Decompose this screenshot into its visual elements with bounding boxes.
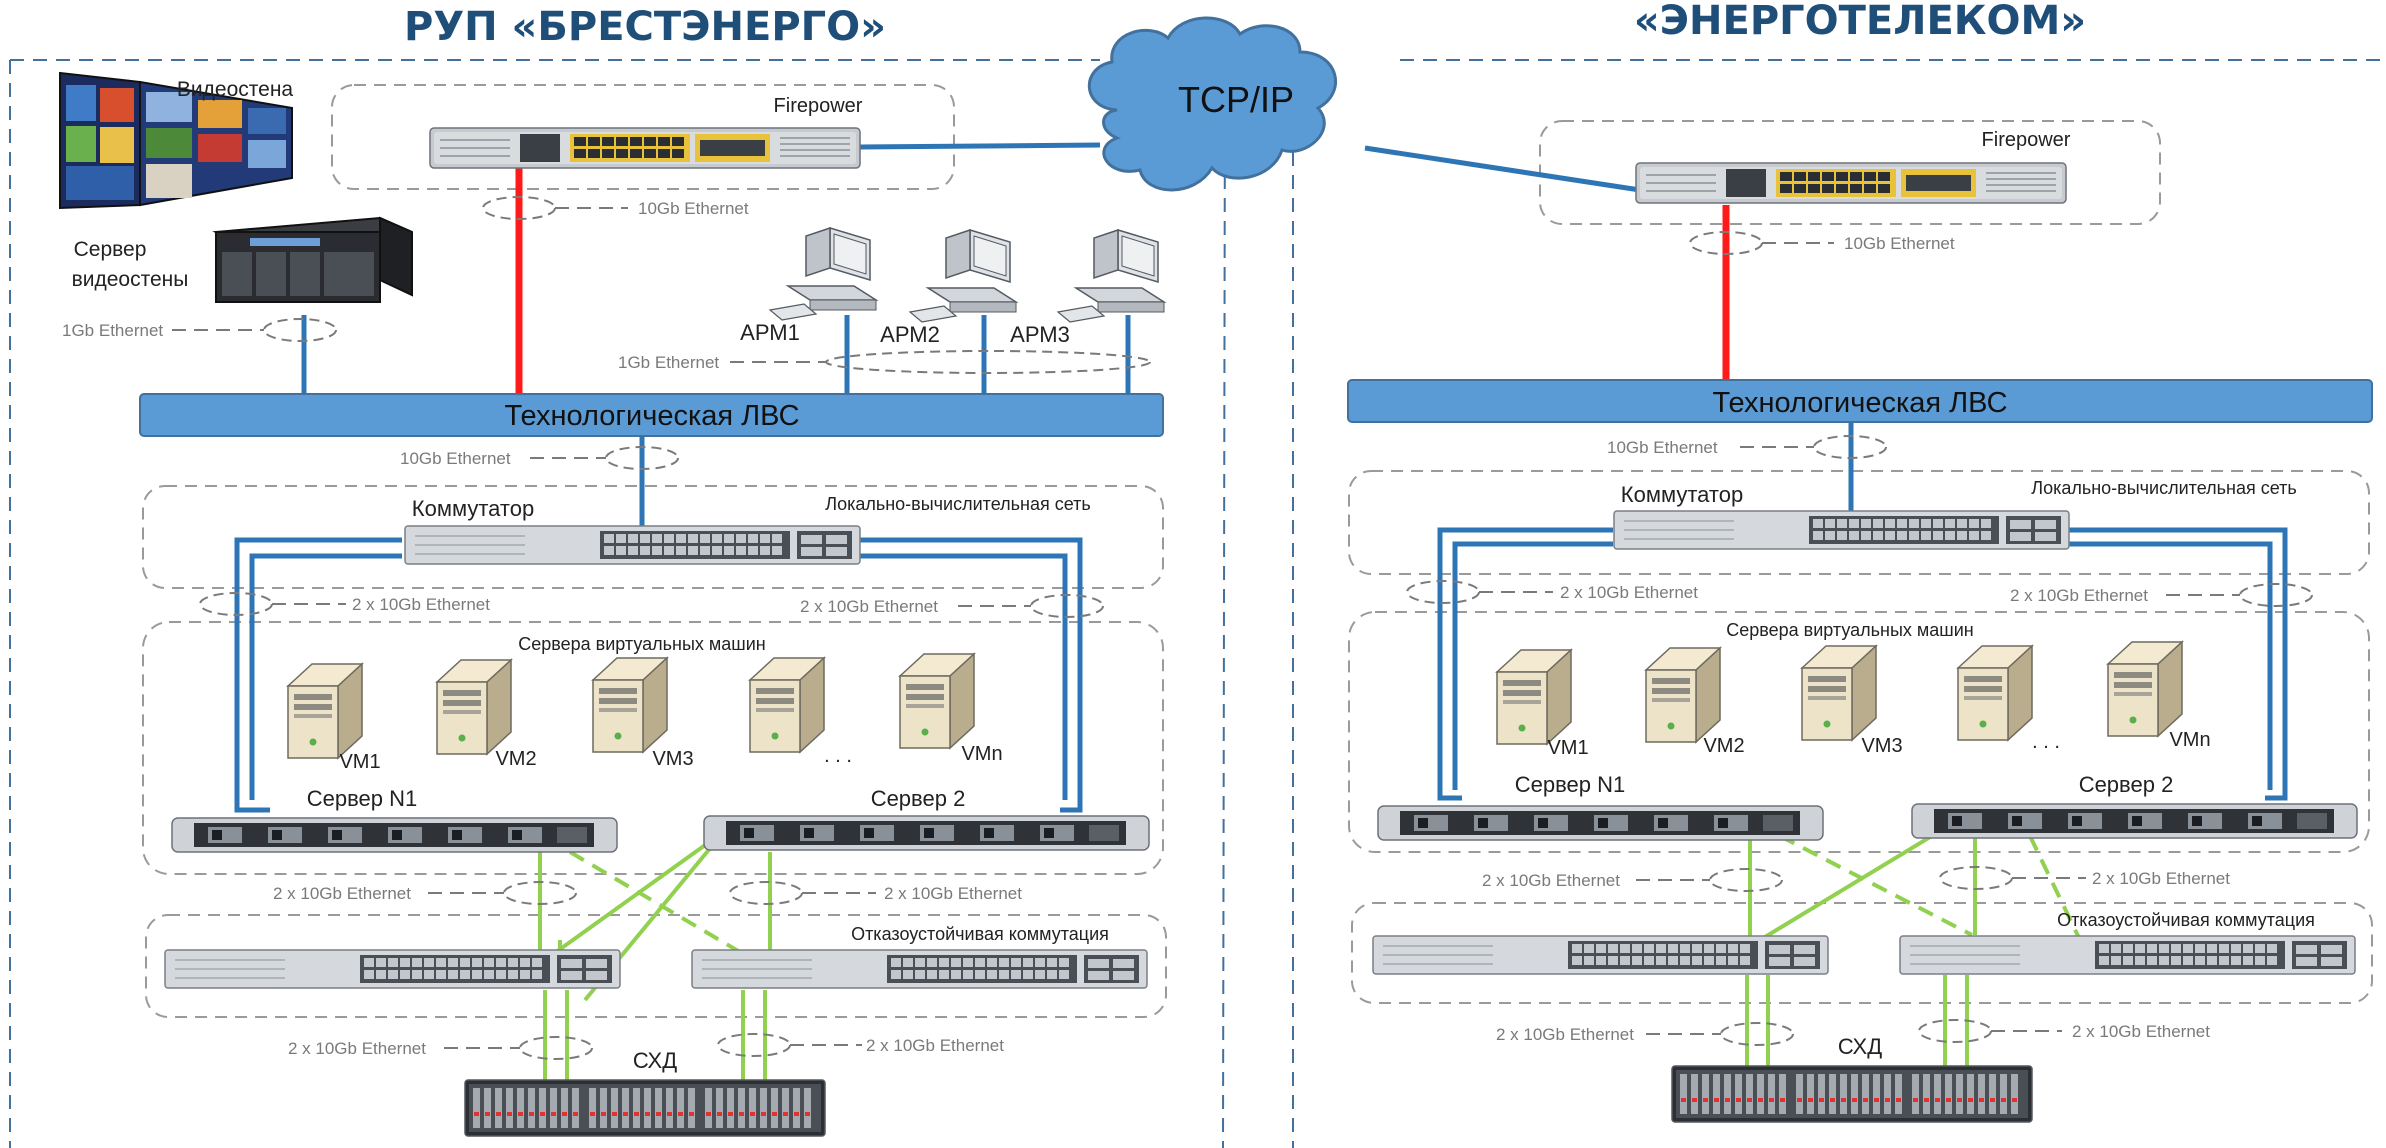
left-ha-group-label: Отказоустойчивая коммутация bbox=[851, 924, 1109, 944]
left-lan-bar bbox=[139, 393, 1164, 437]
right-switch-label: Коммутатор bbox=[1621, 482, 1743, 507]
left-lvs-group bbox=[142, 485, 1164, 589]
left-vm-4-icon bbox=[749, 657, 825, 753]
section-borders bbox=[9, 59, 2386, 1148]
video-server-label-1: Сервер bbox=[74, 238, 147, 261]
video-server-label-2: видеостены bbox=[72, 268, 189, 291]
left-org-title: РУП «БРЕСТЭНЕРГО» bbox=[404, 4, 886, 50]
left-vm-5-icon bbox=[899, 653, 975, 749]
right-ha-group-label: Отказоустойчивая коммутация bbox=[2057, 910, 2315, 930]
links-green-dashed bbox=[568, 834, 2082, 957]
left-storage-icon bbox=[464, 1079, 826, 1137]
left-server-2-icon bbox=[703, 815, 1150, 851]
right-firewall-label: Firepower bbox=[1982, 129, 2071, 151]
left-link-ha-storage-left-label: 2 x 10Gb Ethernet bbox=[288, 1039, 426, 1058]
right-storage-label: СХД bbox=[1838, 1034, 1882, 1059]
left-vm-group bbox=[142, 621, 1164, 875]
right-ha-group bbox=[1351, 902, 2373, 1004]
left-link-lan-switch-label: 10Gb Ethernet bbox=[400, 449, 511, 468]
left-server-2-label: Сервер 2 bbox=[871, 786, 966, 811]
right-link-lan-switch-label: 10Gb Ethernet bbox=[1607, 438, 1718, 457]
video-wall-icon bbox=[59, 71, 293, 210]
right-lan-bar bbox=[1347, 379, 2373, 423]
left-firewall-group bbox=[331, 84, 955, 190]
left-firewall-label: Firepower bbox=[774, 95, 863, 117]
right-ha-switch-1-icon bbox=[1372, 935, 1829, 975]
left-vm-3-label: VM3 bbox=[652, 748, 693, 770]
right-storage-icon bbox=[1671, 1065, 2033, 1123]
cloud-icon: TCP/IP bbox=[1087, 16, 1337, 192]
right-link-srv-ha-left-label: 2 x 10Gb Ethernet bbox=[1482, 871, 1620, 890]
right-vm-1-label: VM1 bbox=[1547, 737, 1588, 759]
right-link-ha-storage-left-label: 2 x 10Gb Ethernet bbox=[1496, 1025, 1634, 1044]
left-vm-4-label: . . . bbox=[824, 745, 852, 767]
links-red bbox=[515, 168, 1730, 394]
video-wall-label: Видеостена bbox=[177, 78, 294, 101]
left-link-video-label: 1Gb Ethernet bbox=[62, 321, 163, 340]
right-vm-group-label: Сервера виртуальных машин bbox=[1726, 620, 1973, 640]
right-vm-5-icon bbox=[2107, 641, 2183, 737]
workstation-1-label: АРМ1 bbox=[740, 320, 800, 345]
left-ha-switch-2-icon bbox=[691, 949, 1148, 989]
workstation-2-label: АРМ2 bbox=[880, 322, 940, 347]
right-server-1-label: Сервер N1 bbox=[1515, 772, 1626, 797]
left-vm-3-icon bbox=[592, 657, 668, 753]
left-server-1-label: Сервер N1 bbox=[307, 786, 418, 811]
right-vm-3-label: VM3 bbox=[1861, 735, 1902, 757]
right-link-fw-lan-label: 10Gb Ethernet bbox=[1844, 234, 1955, 253]
left-link-switch-srv-left-label: 2 x 10Gb Ethernet bbox=[352, 595, 490, 614]
left-storage-label: СХД bbox=[633, 1048, 677, 1073]
left-link-arm-label: 1Gb Ethernet bbox=[618, 353, 719, 372]
right-server-2-icon bbox=[1911, 803, 2358, 839]
right-lvs-group-label: Локально-вычислительная сеть bbox=[2031, 478, 2297, 498]
workstation-3-icon bbox=[1057, 229, 1165, 323]
left-link-fw-lan-label: 10Gb Ethernet bbox=[638, 199, 749, 218]
left-vm-2-label: VM2 bbox=[495, 748, 536, 770]
left-lvs-group-label: Локально-вычислительная сеть bbox=[825, 494, 1091, 514]
left-link-ha-storage-right-label: 2 x 10Gb Ethernet bbox=[866, 1036, 1004, 1055]
left-vm-1-icon bbox=[287, 663, 363, 759]
right-firewall-icon bbox=[1635, 162, 2067, 204]
right-vm-group bbox=[1348, 611, 2370, 853]
right-lvs-group bbox=[1348, 470, 2370, 575]
right-vm-4-icon bbox=[1957, 645, 2033, 741]
workstation-3-label: АРМ3 bbox=[1010, 322, 1070, 347]
left-switch-label: Коммутатор bbox=[412, 496, 534, 521]
right-link-switch-srv-right-label: 2 x 10Gb Ethernet bbox=[2010, 586, 2148, 605]
left-link-srv-ha-right-label: 2 x 10Gb Ethernet bbox=[884, 884, 1022, 903]
right-server-2-label: Сервер 2 bbox=[2079, 772, 2174, 797]
left-link-srv-ha-left-label: 2 x 10Gb Ethernet bbox=[273, 884, 411, 903]
links-blue bbox=[234, 142, 2288, 813]
right-vm-5-label: VMn bbox=[2169, 729, 2210, 751]
right-link-switch-srv-left-label: 2 x 10Gb Ethernet bbox=[1560, 583, 1698, 602]
left-vm-5-label: VMn bbox=[961, 743, 1002, 765]
cloud-label: TCP/IP bbox=[1178, 79, 1294, 120]
right-vm-1-icon bbox=[1496, 649, 1572, 745]
right-vm-4-label: . . . bbox=[2032, 731, 2060, 753]
video-server-icon bbox=[212, 216, 413, 303]
right-ha-switch-2-icon bbox=[1899, 935, 2356, 975]
right-server-1-icon bbox=[1377, 805, 1824, 841]
left-switch-icon bbox=[404, 525, 861, 565]
right-org-title: «ЭНЕРГОТЕЛЕКОМ» bbox=[1634, 0, 2086, 44]
right-switch-icon bbox=[1613, 510, 2070, 550]
left-vm-2-icon bbox=[436, 659, 512, 755]
left-link-switch-srv-right-label: 2 x 10Gb Ethernet bbox=[800, 597, 938, 616]
right-lan-label: Технологическая ЛВС bbox=[1712, 387, 2007, 419]
right-link-ha-storage-right-label: 2 x 10Gb Ethernet bbox=[2072, 1022, 2210, 1041]
right-vm-2-icon bbox=[1645, 647, 1721, 743]
workstation-1-icon bbox=[769, 227, 877, 321]
right-link-srv-ha-right-label: 2 x 10Gb Ethernet bbox=[2092, 869, 2230, 888]
right-vm-2-label: VM2 bbox=[1703, 735, 1744, 757]
right-vm-3-icon bbox=[1801, 645, 1877, 741]
left-firewall-icon bbox=[429, 127, 861, 169]
workstation-2-icon bbox=[909, 229, 1017, 323]
left-server-1-icon bbox=[171, 817, 618, 853]
left-vm-group-label: Сервера виртуальных машин bbox=[518, 634, 765, 654]
left-lan-label: Технологическая ЛВС bbox=[504, 400, 799, 432]
left-ha-switch-1-icon bbox=[164, 949, 621, 989]
left-vm-1-label: VM1 bbox=[339, 751, 380, 773]
